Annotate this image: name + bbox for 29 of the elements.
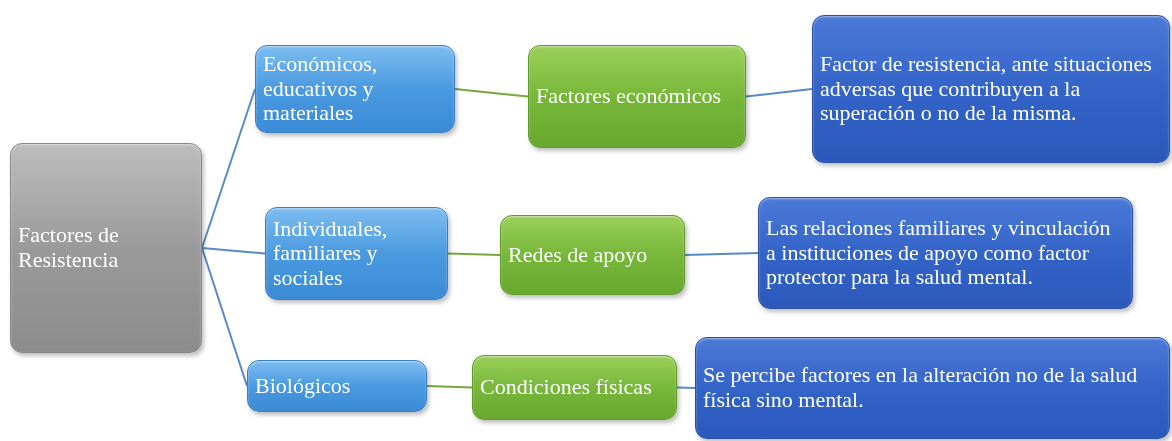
concept-box (500, 215, 685, 295)
connector-line (201, 88, 256, 249)
connector-line (201, 247, 248, 387)
box-text: Redes de apoyo (508, 242, 648, 268)
box-text: Económicos, educativos y materiales (263, 52, 379, 126)
box-text: Factores económicos (536, 84, 722, 109)
concept-box (247, 360, 427, 412)
concept-box (695, 337, 1170, 439)
box-text: Factores de Resistencia (18, 223, 120, 273)
box-text: Biológicos (255, 373, 351, 399)
concept-box (472, 355, 677, 420)
concept-box (10, 143, 202, 353)
box-text: Condiciones físicas (480, 375, 652, 400)
concept-box (528, 45, 746, 148)
concept-box (812, 15, 1170, 163)
connector-line (684, 252, 759, 256)
box-text: Se percibe factores en la alteración no de la salud física sino mental. (703, 363, 1139, 413)
connector-line (447, 252, 501, 256)
connector-line (745, 88, 813, 98)
concept-box (265, 207, 448, 300)
connector-line (454, 88, 529, 98)
concept-box (255, 45, 455, 133)
connector-line (201, 247, 266, 255)
box-text: Individuales, familiares y sociales (273, 216, 389, 291)
box-text: Factor de resistencia, ante situaciones adversas que contribuyen a la superación o no de la misma. (820, 52, 1153, 126)
connector-line (676, 386, 696, 389)
connector-line (426, 385, 473, 389)
concept-box (758, 197, 1133, 309)
box-text: Las relaciones familiares y vinculación a instituciones de apoyo como factor protector para la salud mental. (766, 216, 1112, 290)
